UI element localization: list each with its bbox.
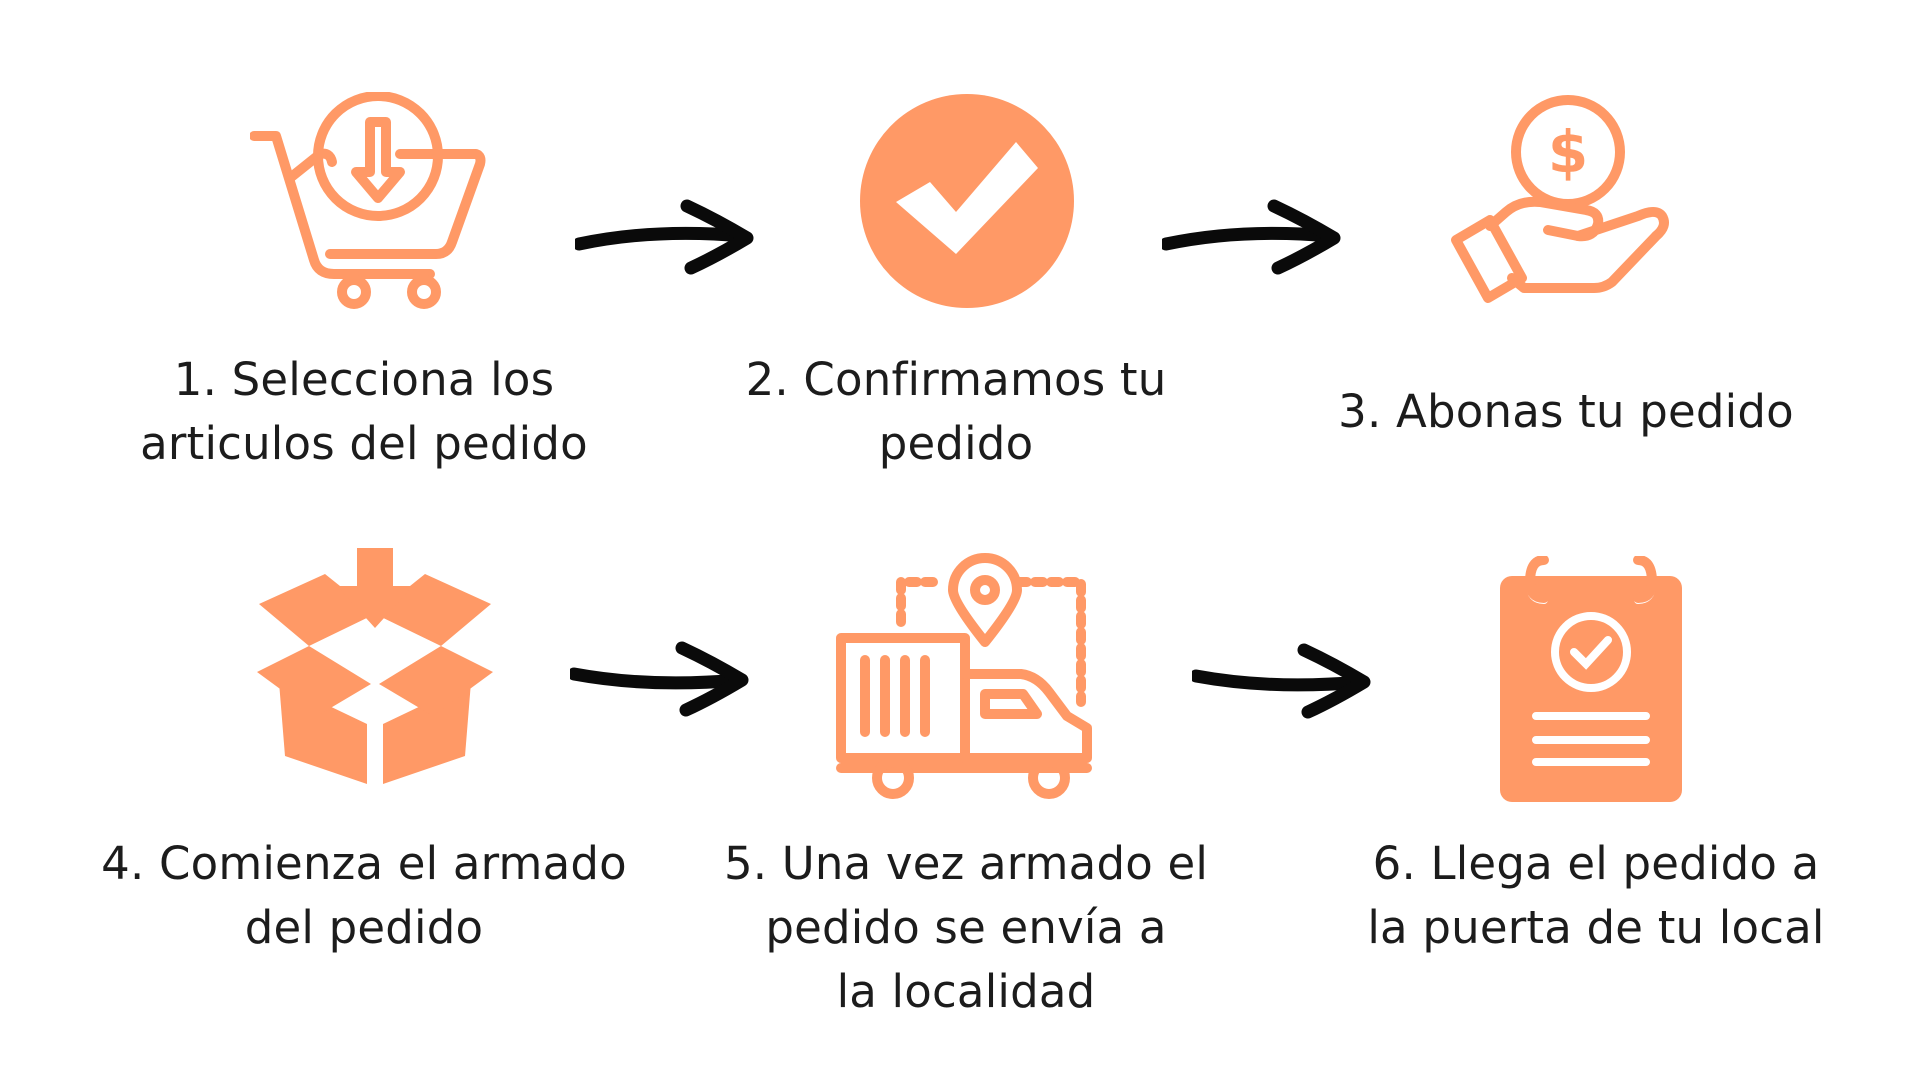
hand-coin-dollar-icon: $ bbox=[1451, 95, 1669, 303]
step-6-label: 6. Llega el pedido a la puerta de tu loc… bbox=[1316, 832, 1876, 960]
step-5-line-1: 5. Una vez armado el bbox=[723, 837, 1209, 890]
step-4-line-1: 4. Comienza el armado bbox=[101, 837, 627, 890]
step-6-line-1: 6. Llega el pedido a bbox=[1372, 837, 1820, 890]
arrow-right-icon bbox=[1162, 199, 1341, 275]
step-2-label: 2. Confirmamos tu pedido bbox=[676, 348, 1236, 476]
step-3-line-1: 3. Abonas tu pedido bbox=[1338, 385, 1794, 438]
step-5-line-2: pedido se envía a bbox=[765, 901, 1167, 954]
step-4-label: 4. Comienza el armado del pedido bbox=[84, 832, 644, 960]
step-2-line-2: pedido bbox=[878, 417, 1034, 470]
delivery-truck-location-icon bbox=[836, 553, 1092, 799]
step-1-label: 1. Selecciona los articulos del pedido bbox=[84, 348, 644, 476]
shopping-cart-download-icon bbox=[250, 92, 486, 309]
arrow-right-icon bbox=[575, 199, 754, 275]
step-6-line-2: la puerta de tu local bbox=[1367, 901, 1825, 954]
check-circle-icon bbox=[860, 94, 1074, 308]
arrow-right-icon bbox=[1192, 643, 1371, 719]
step-1-line-2: articulos del pedido bbox=[140, 417, 588, 470]
svg-text:$: $ bbox=[1548, 118, 1588, 186]
step-3-label: 3. Abonas tu pedido bbox=[1286, 380, 1846, 444]
step-5-label: 5. Una vez armado el pedido se envía a l… bbox=[686, 832, 1246, 1024]
step-5-line-3: la localidad bbox=[836, 965, 1096, 1018]
step-2-line-1: 2. Confirmamos tu bbox=[745, 353, 1167, 406]
step-4-line-2: del pedido bbox=[244, 901, 484, 954]
open-box-download-icon bbox=[257, 548, 493, 784]
step-1-line-1: 1. Selecciona los bbox=[173, 353, 555, 406]
clipboard-check-icon bbox=[1500, 556, 1682, 802]
arrow-right-icon bbox=[570, 641, 749, 717]
